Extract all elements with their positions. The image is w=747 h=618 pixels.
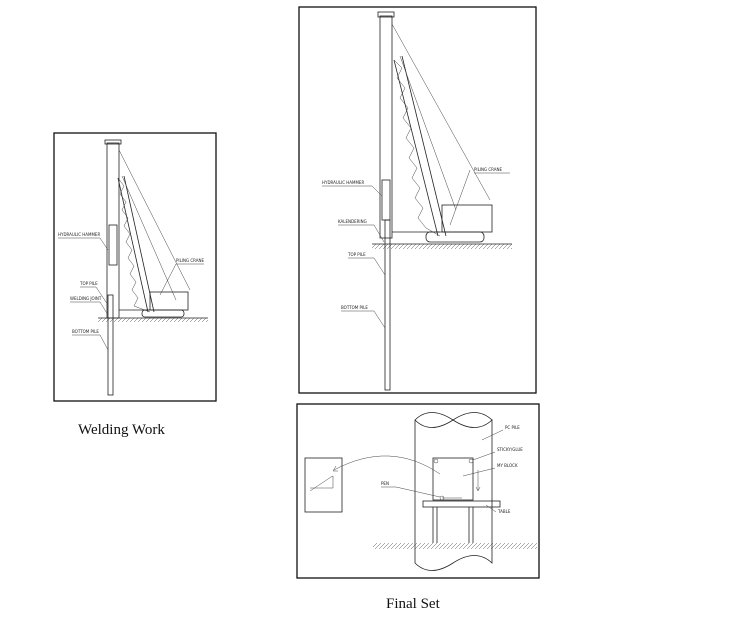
label-piling-crane: PILING CRANE <box>176 258 205 263</box>
ground <box>372 244 512 249</box>
label-pen: PEN <box>381 481 389 486</box>
label-hydraulic-hammer: HYDRAULIC HAMMER <box>322 180 364 185</box>
label-table: TABLE <box>497 509 511 514</box>
paper-block <box>432 457 474 501</box>
final-driving-drawing: HYDRAULIC HAMMER PILING CRANE KALENDERIN… <box>298 6 537 394</box>
label-sticky-glue: STICKY/GLUE <box>497 447 523 452</box>
label-hydraulic-hammer: HYDRAULIC HAMMER <box>58 232 100 237</box>
label-top-pile: TOP PILE <box>347 252 366 257</box>
crane-boom <box>117 175 155 313</box>
pile <box>107 294 114 396</box>
welding-work-drawing: HYDRAULIC HAMMER PILING CRANE TOP PILE W… <box>53 132 217 402</box>
hydraulic-hammer <box>108 224 118 266</box>
ground <box>373 543 537 549</box>
caption-final-set: Final Set <box>386 596 441 612</box>
label-pc-pile: PC PILE <box>505 425 520 430</box>
figure-frame <box>298 6 537 394</box>
label-my-block: MY BLOCK <box>497 463 518 468</box>
leader-mast <box>379 15 393 239</box>
pile <box>384 219 391 391</box>
label-piling-crane: PILING CRANE <box>474 167 503 172</box>
pc-pile <box>414 412 493 571</box>
label-bottom-pile: BOTTOM PILE <box>72 329 99 334</box>
crane-boom <box>393 55 447 237</box>
crawler-track <box>141 309 185 318</box>
label-kalendering: KALENDERING <box>338 219 367 224</box>
recording-inset <box>304 457 343 513</box>
ground <box>98 318 208 322</box>
label-bottom-pile: BOTTOM PILE <box>341 305 368 310</box>
label-top-pile: TOP PILE <box>79 281 98 286</box>
crawler-track <box>425 231 485 243</box>
final-set-drawing: PC PILE STICKY/GLUE MY BLOCK PEN TABLE <box>296 403 540 579</box>
figure-frame <box>53 132 217 402</box>
caption-welding-work: Welding Work <box>78 422 165 438</box>
table <box>422 500 501 508</box>
label-welding-joint: WELDING JOINT <box>70 296 102 301</box>
